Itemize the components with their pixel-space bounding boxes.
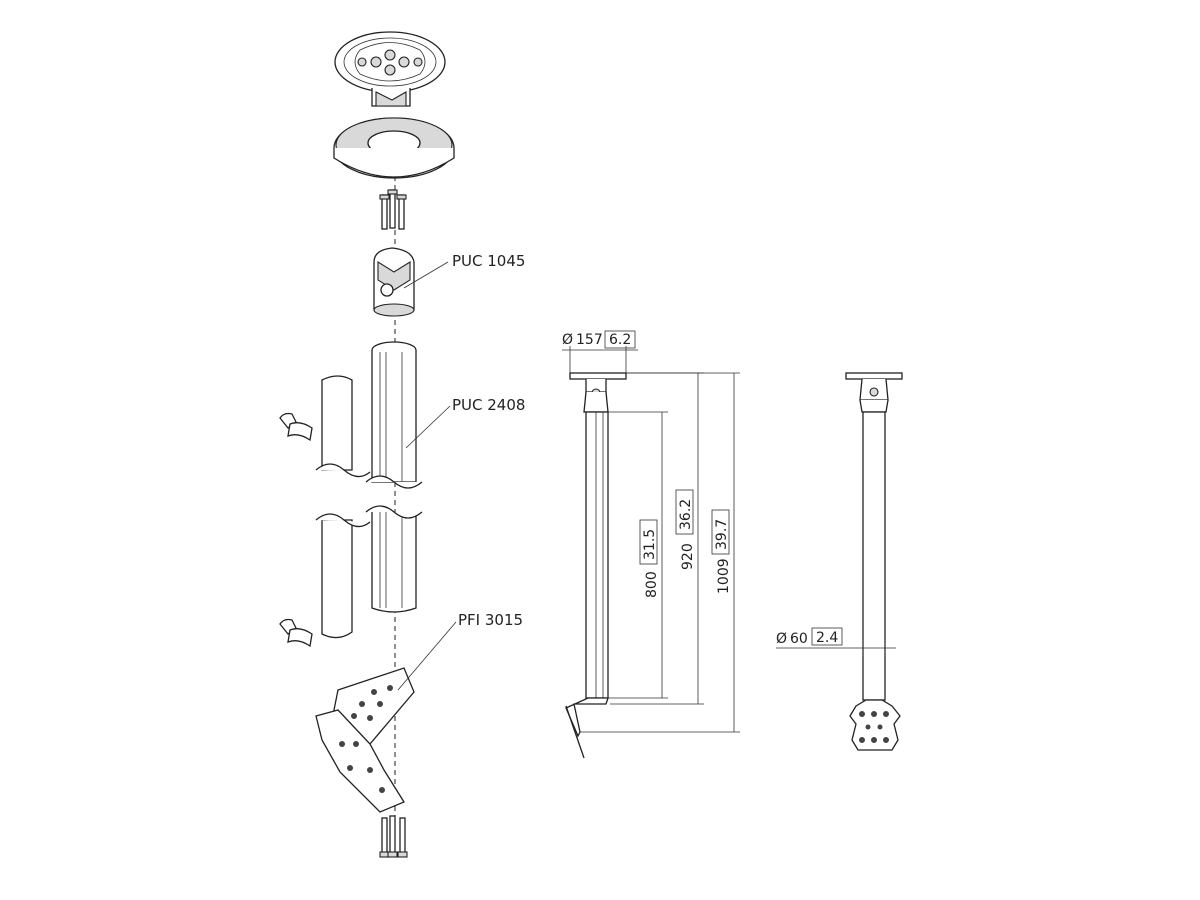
dim-h920-mm: 920 [680, 543, 696, 570]
side-bracket [565, 697, 609, 738]
dim-d60-mm: 60 [790, 631, 808, 647]
side-ceiling-plate [569, 372, 627, 380]
dim-d157-mm: 157 [576, 332, 603, 348]
cover-shell [315, 375, 371, 639]
dim-d60-symbol: Ø [776, 631, 787, 647]
dim-h800-mm: 800 [644, 571, 660, 598]
label-puc2408: PUC 2408 [452, 396, 525, 414]
side-column [585, 411, 609, 699]
cover-ring [333, 117, 455, 179]
front-column [862, 411, 886, 701]
front-ceiling-plate [845, 372, 903, 380]
side-view: Ø 157 6.2 800 31.5 920 36.2 1009 39.7 [562, 330, 740, 759]
ceiling-plate [334, 31, 446, 107]
dim-d60-in: 2.4 [816, 630, 838, 646]
bottom-screws [379, 815, 408, 858]
label-puc1045: PUC 1045 [452, 252, 525, 270]
exploded-view: PUC 1045 PUC 2408 PFI 3015 [279, 31, 525, 858]
top-screws [379, 189, 407, 230]
dim-h800-in: 31.5 [642, 529, 658, 560]
dim-d157-in: 6.2 [609, 332, 631, 348]
puc2408-column [365, 341, 423, 613]
dim-h1009-mm: 1009 [716, 558, 732, 594]
leader-pfi3015 [397, 621, 457, 691]
leader-puc1045 [403, 261, 449, 289]
pfi3015-bracket [315, 667, 415, 813]
dim-d157-symbol: Ø [562, 332, 573, 348]
label-pfi3015: PFI 3015 [458, 611, 523, 629]
dim-h1009-in: 39.7 [714, 519, 730, 550]
cover-clips [279, 412, 313, 648]
puc1045-connector [373, 247, 415, 317]
front-view: Ø 60 2.4 [776, 372, 903, 751]
leader-puc2408 [405, 405, 451, 449]
dim-h920-in: 36.2 [678, 499, 694, 530]
